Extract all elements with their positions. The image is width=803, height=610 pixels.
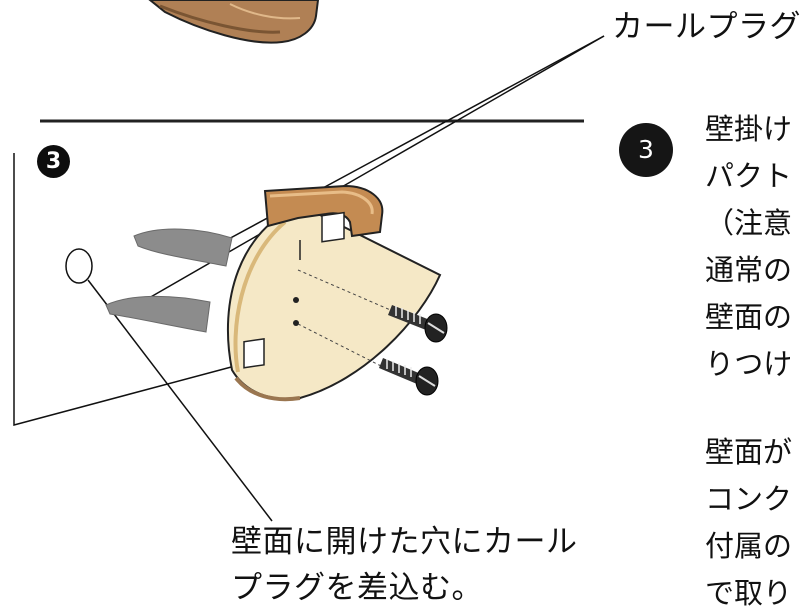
wall-hole-circle xyxy=(65,248,93,284)
instruction-line: りつけ xyxy=(705,347,793,381)
instruction-line: 付属の xyxy=(705,529,793,563)
step-number-badge: 3 xyxy=(619,123,673,177)
curl-plug-label: カールプラグ xyxy=(612,9,801,45)
wooden-bracket xyxy=(226,184,442,402)
instruction-line: 壁面が xyxy=(705,435,793,469)
instruction-line: 壁面の xyxy=(705,300,793,334)
instruction-line: コンク xyxy=(705,482,793,516)
curl-plug-lower xyxy=(105,295,211,333)
instruction-line: パクト xyxy=(705,159,793,193)
guide-line-lower xyxy=(297,323,386,369)
insert-plug-label-line1: 壁面に開けた穴にカール xyxy=(231,524,578,560)
bracket-line xyxy=(13,153,236,426)
insert-plug-label-line2: プラグを差込む。 xyxy=(231,570,483,606)
previous-step-part xyxy=(148,0,320,44)
screw-upper xyxy=(388,305,448,343)
screw-lower xyxy=(379,358,439,396)
instruction-line: 壁掛け xyxy=(705,112,793,146)
instruction-line: で取り xyxy=(705,576,793,610)
curl-plug-upper xyxy=(133,228,233,267)
instruction-line: 通常の xyxy=(705,253,793,287)
instruction-line: （注意 xyxy=(705,206,793,240)
leader-line-hole xyxy=(87,279,273,522)
illustration-step-number: 3 xyxy=(37,145,70,178)
